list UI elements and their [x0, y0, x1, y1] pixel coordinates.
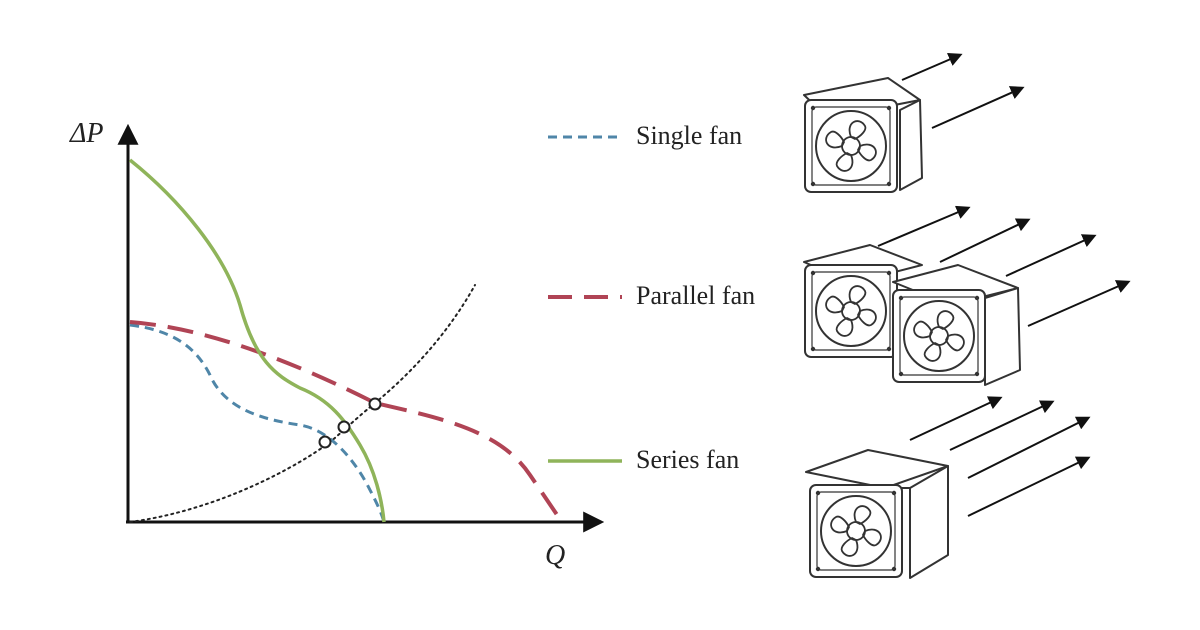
axes — [117, 123, 605, 533]
operating-point-single — [318, 435, 332, 449]
series-fan-curve — [128, 158, 386, 523]
legend-label-single: Single fan — [636, 121, 743, 150]
operating-point-parallel — [368, 397, 382, 411]
legend-label-parallel: Parallel fan — [636, 281, 756, 310]
operating-point-series — [337, 420, 351, 434]
series-fan-icon — [805, 396, 1091, 579]
y-axis-label: ΔP — [70, 118, 104, 149]
system-curve — [129, 284, 476, 523]
single-fan-icon — [803, 53, 1025, 193]
single-fan-curve — [129, 323, 386, 523]
operating-points — [318, 397, 382, 449]
legend — [548, 135, 622, 463]
legend-label-series: Series fan — [636, 445, 740, 474]
x-axis-label: Q — [545, 540, 566, 571]
parallel-fan-curve — [129, 320, 564, 524]
parallel-fan-icon — [803, 205, 1131, 386]
